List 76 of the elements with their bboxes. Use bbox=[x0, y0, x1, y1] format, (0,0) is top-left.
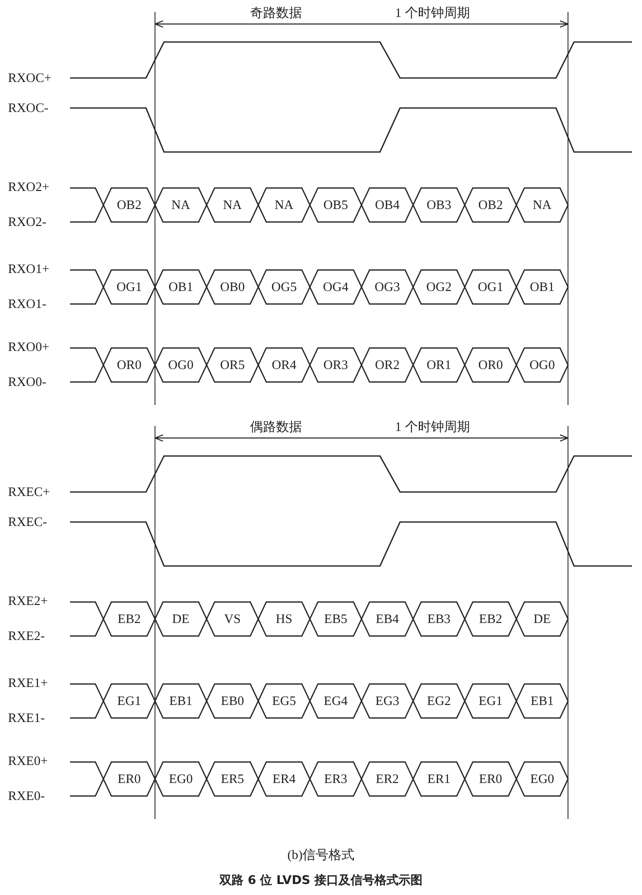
signal-name: RXE0+ bbox=[8, 753, 48, 769]
data-word: EB4 bbox=[376, 611, 399, 627]
signal-name: RXO2- bbox=[8, 214, 46, 230]
signal-name: RXO0+ bbox=[8, 339, 50, 355]
caption: 双路 6 位 LVDS 接口及信号格式示图 bbox=[220, 872, 422, 888]
data-word: NA bbox=[171, 197, 190, 213]
data-word: ER2 bbox=[376, 771, 399, 787]
signal-name: RXEC- bbox=[8, 514, 47, 530]
data-word: OB1 bbox=[530, 279, 554, 295]
data-word: OR3 bbox=[323, 357, 348, 373]
data-word: EB2 bbox=[479, 611, 502, 627]
data-word: OG0 bbox=[530, 357, 555, 373]
signal-name: RXE2+ bbox=[8, 593, 48, 609]
data-word: OG1 bbox=[478, 279, 504, 295]
data-word: EG5 bbox=[272, 693, 296, 709]
data-word: EB5 bbox=[324, 611, 348, 627]
data-word: OR1 bbox=[426, 357, 452, 373]
data-word: EB2 bbox=[118, 611, 141, 627]
data-word: NA bbox=[274, 197, 294, 213]
signal-name: RXO1- bbox=[8, 296, 46, 312]
data-word: ER4 bbox=[272, 771, 296, 787]
data-word: EG0 bbox=[168, 771, 193, 787]
data-word: EB0 bbox=[220, 693, 244, 709]
data-word: NA bbox=[532, 197, 552, 213]
data-word: OG3 bbox=[374, 279, 400, 295]
data-word: EG1 bbox=[117, 693, 142, 709]
signal-name: RXO0- bbox=[8, 374, 46, 390]
signal-name: RXE2- bbox=[8, 628, 45, 644]
data-word: OR0 bbox=[116, 357, 142, 373]
data-word: OR4 bbox=[272, 357, 296, 373]
data-word: OB1 bbox=[168, 279, 194, 295]
data-word: NA bbox=[223, 197, 242, 213]
data-word: EB1 bbox=[169, 693, 192, 709]
data-word: ER5 bbox=[220, 771, 244, 787]
data-word: ER0 bbox=[479, 771, 502, 787]
data-word: HS bbox=[276, 611, 292, 627]
data-word: ER3 bbox=[324, 771, 348, 787]
data-word: OR2 bbox=[375, 357, 400, 373]
signal-name: RXEC+ bbox=[8, 484, 50, 500]
data-word: VS bbox=[224, 611, 241, 627]
data-word: EG1 bbox=[478, 693, 502, 709]
signal-name: RXOC+ bbox=[8, 70, 52, 86]
signal-name: RXO2+ bbox=[8, 179, 50, 195]
data-word: DE bbox=[534, 611, 551, 627]
data-word: EG3 bbox=[375, 693, 400, 709]
data-word: OB4 bbox=[375, 197, 400, 213]
signal-name: RXE1- bbox=[8, 710, 45, 726]
signal-name: RXO1+ bbox=[8, 261, 50, 277]
signal-name: RXE1+ bbox=[8, 675, 48, 691]
data-word: EG2 bbox=[427, 693, 451, 709]
data-word: EG0 bbox=[530, 771, 554, 787]
data-word: OG4 bbox=[323, 279, 348, 295]
data-word: EB1 bbox=[530, 693, 554, 709]
data-word: OR0 bbox=[478, 357, 503, 373]
data-word: OG1 bbox=[116, 279, 142, 295]
dimension-label: 奇路数据 bbox=[250, 5, 302, 21]
dimension-label: 偶路数据 bbox=[250, 419, 302, 435]
data-word: OG5 bbox=[271, 279, 297, 295]
data-word: OB3 bbox=[426, 197, 452, 213]
data-word: DE bbox=[172, 611, 190, 627]
data-word: ER1 bbox=[427, 771, 450, 787]
signal-name: RXE0- bbox=[8, 788, 45, 804]
dimension-label: 1 个时钟周期 bbox=[395, 419, 470, 435]
data-word: EB3 bbox=[427, 611, 450, 627]
data-word: EG4 bbox=[324, 693, 348, 709]
dimension-label: 1 个时钟周期 bbox=[395, 5, 470, 21]
data-word: ER0 bbox=[118, 771, 141, 787]
data-word: OB5 bbox=[323, 197, 348, 213]
data-word: OB2 bbox=[478, 197, 503, 213]
subcaption: (b)信号格式 bbox=[287, 847, 355, 863]
data-word: OB0 bbox=[220, 279, 245, 295]
data-word: OB2 bbox=[116, 197, 142, 213]
data-word: OG0 bbox=[168, 357, 194, 373]
data-word: OR5 bbox=[220, 357, 245, 373]
signal-name: RXOC- bbox=[8, 100, 48, 116]
data-word: OG2 bbox=[426, 279, 452, 295]
